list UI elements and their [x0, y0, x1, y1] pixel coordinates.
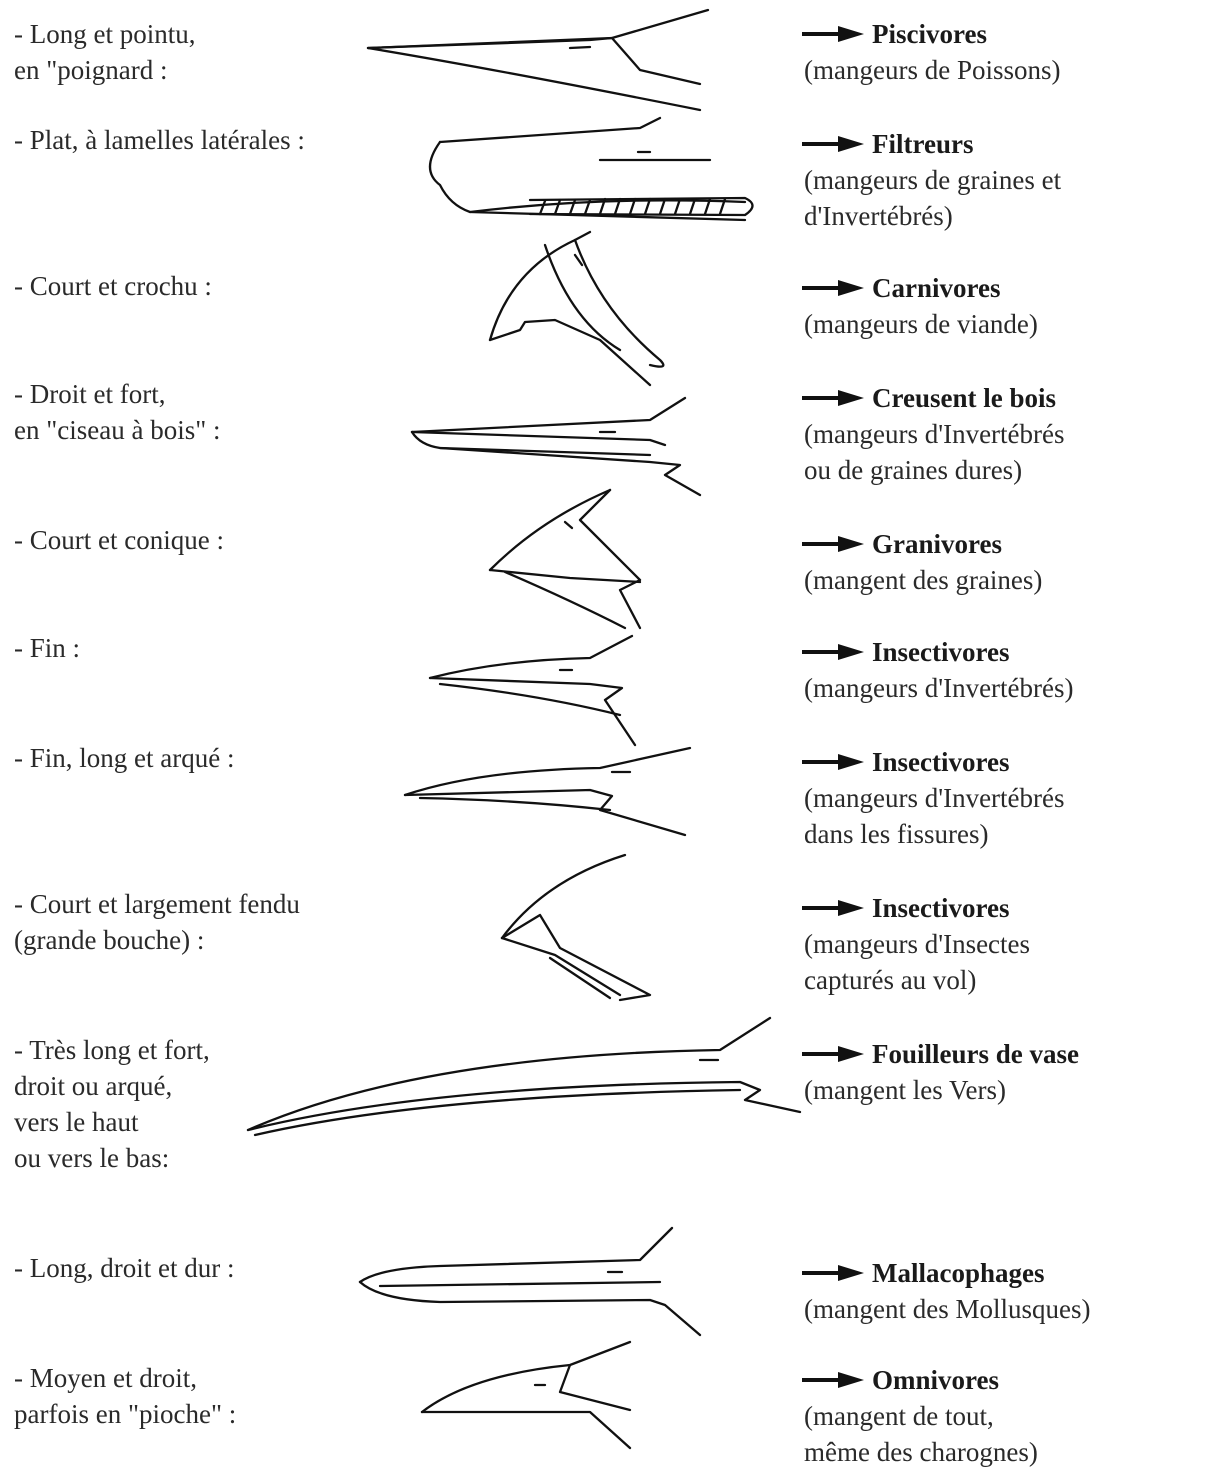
diet-result: Mallacophages (mangent des Mollusques) — [798, 1255, 1090, 1327]
diet-group: Filtreurs — [872, 126, 973, 162]
diet-result: Piscivores (mangeurs de Poissons) — [798, 16, 1060, 88]
diet-group: Creusent le bois — [872, 380, 1056, 416]
diet-detail: (mangent de tout, même des charognes) — [798, 1398, 1038, 1470]
beak-description: - Droit et fort, en "ciseau à bois" : — [14, 376, 220, 448]
diet-group: Insectivores — [872, 634, 1009, 670]
diet-group: Fouilleurs de vase — [872, 1036, 1079, 1072]
diet-result: Insectivores (mangeurs d'Invertébrés) — [798, 634, 1074, 706]
diet-group: Carnivores — [872, 270, 1001, 306]
beak-description: - Très long et fort, droit ou arqué, ver… — [14, 1032, 210, 1176]
right-arrow-icon — [798, 642, 868, 662]
right-arrow-icon — [798, 134, 868, 154]
diet-detail: (mangeurs de viande) — [798, 306, 1038, 342]
beak-drawing-flat-lamellae — [430, 118, 753, 220]
beak-description: - Moyen et droit, parfois en "pioche" : — [14, 1360, 236, 1432]
beak-description: - Court et largement fendu (grande bouch… — [14, 886, 300, 958]
diet-result: Insectivores (mangeurs d'Insectes captur… — [798, 890, 1030, 998]
beak-drawing-thin — [430, 636, 635, 745]
diet-detail: (mangent des graines) — [798, 562, 1042, 598]
right-arrow-icon — [798, 388, 868, 408]
diet-result: Omnivores (mangent de tout, même des cha… — [798, 1362, 1038, 1470]
diet-result: Granivores (mangent des graines) — [798, 526, 1042, 598]
diet-detail: (mangeurs de Poissons) — [798, 52, 1060, 88]
diet-group: Insectivores — [872, 744, 1009, 780]
beak-description: - Fin : — [14, 630, 80, 666]
diet-group: Insectivores — [872, 890, 1009, 926]
right-arrow-icon — [798, 1370, 868, 1390]
diet-detail: (mangeurs d'Invertébrés ou de graines du… — [798, 416, 1065, 488]
right-arrow-icon — [798, 1263, 868, 1283]
diet-result: Filtreurs (mangeurs de graines et d'Inve… — [798, 126, 1061, 234]
right-arrow-icon — [798, 898, 868, 918]
diet-result: Fouilleurs de vase (mangent les Vers) — [798, 1036, 1079, 1108]
diet-group: Piscivores — [872, 16, 987, 52]
diet-detail: (mangent les Vers) — [798, 1072, 1079, 1108]
beak-drawing-medium-straight — [422, 1342, 630, 1448]
diet-result: Creusent le bois (mangeurs d'Invertébrés… — [798, 380, 1065, 488]
beak-description: - Plat, à lamelles latérales : — [14, 122, 305, 158]
beak-description: - Long, droit et dur : — [14, 1250, 234, 1286]
right-arrow-icon — [798, 752, 868, 772]
beak-description: - Long et pointu, en "poignard : — [14, 16, 195, 88]
right-arrow-icon — [798, 1044, 868, 1064]
beak-drawing-short-hooked — [490, 232, 663, 385]
beak-drawing-chisel — [412, 398, 700, 495]
beak-drawing-conical — [490, 490, 640, 628]
right-arrow-icon — [798, 534, 868, 554]
diet-group: Granivores — [872, 526, 1002, 562]
beak-drawing-long-straight — [360, 1228, 700, 1335]
beak-drawing-long-pointed — [368, 10, 708, 110]
beak-description: - Court et crochu : — [14, 268, 212, 304]
diet-group: Omnivores — [872, 1362, 999, 1398]
beak-drawing-thin-curved — [405, 748, 690, 835]
diet-detail: (mangeurs d'Insectes capturés au vol) — [798, 926, 1030, 998]
diet-detail: (mangeurs d'Invertébrés) — [798, 670, 1074, 706]
diet-detail: (mangent des Mollusques) — [798, 1291, 1090, 1327]
beak-description: - Fin, long et arqué : — [14, 740, 234, 776]
beak-drawing-very-long — [248, 1018, 800, 1135]
diet-group: Mallacophages — [872, 1255, 1045, 1291]
diet-detail: (mangeurs de graines et d'Invertébrés) — [798, 162, 1061, 234]
beak-drawing-gaping — [502, 855, 650, 1000]
diet-result: Carnivores (mangeurs de viande) — [798, 270, 1038, 342]
beak-description: - Court et conique : — [14, 522, 224, 558]
diet-detail: (mangeurs d'Invertébrés dans les fissure… — [798, 780, 1065, 852]
right-arrow-icon — [798, 278, 868, 298]
right-arrow-icon — [798, 24, 868, 44]
diet-result: Insectivores (mangeurs d'Invertébrés dan… — [798, 744, 1065, 852]
